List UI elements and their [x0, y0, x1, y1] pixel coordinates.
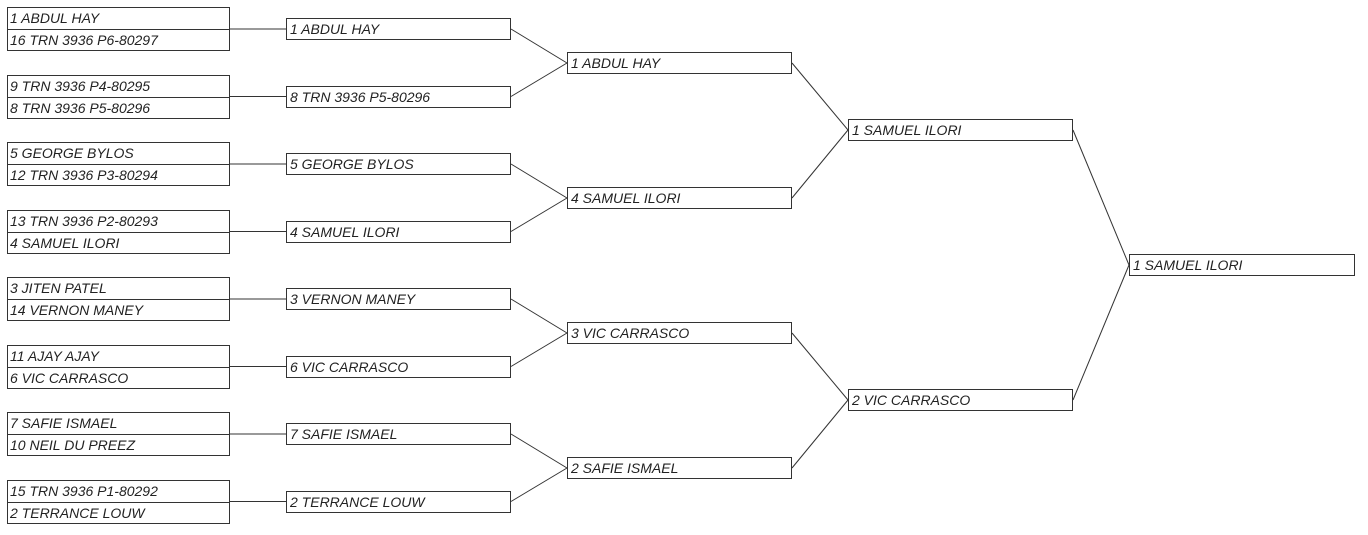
round2-entrant: 4 SAMUEL ILORI [286, 220, 511, 243]
round1-match-7: 7 SAFIE ISMAEL 10 NEIL DU PREEZ [7, 412, 230, 456]
round1-match-1: 1 ABDUL HAY 16 TRN 3936 P6-80297 [7, 7, 230, 51]
round1-entrant: 10 NEIL DU PREEZ [10, 437, 136, 453]
round2-entrant: 6 VIC CARRASCO [286, 355, 511, 378]
match-divider [8, 366, 229, 368]
match-divider [8, 96, 229, 98]
round1-entrant: 4 SAMUEL ILORI [10, 234, 120, 251]
round1-entrant: 14 VERNON MANEY [10, 302, 144, 318]
round1-entrant: 6 VIC CARRASCO [10, 369, 129, 386]
connector-r2-r3 [510, 62, 568, 97]
connector-r2-r3 [510, 163, 568, 199]
match-divider [8, 299, 229, 300]
match-divider [8, 164, 229, 165]
round3-entrant: 1 ABDUL HAY [567, 52, 792, 74]
round1-entrant: 13 TRN 3936 P2-80293 [10, 212, 158, 229]
round1-entrant: 7 SAFIE ISMAEL [10, 415, 118, 431]
connector-r4-final [1072, 129, 1130, 266]
round1-match-5: 3 JITEN PATEL 14 VERNON MANEY [7, 277, 230, 321]
round1-entrant: 5 GEORGE BYLOS [10, 145, 134, 161]
match-divider [8, 434, 229, 435]
round1-entrant: 2 TERRANCE LOUW [10, 504, 145, 521]
round2-entrant: 5 GEORGE BYLOS [286, 153, 511, 175]
round4-entrant: 1 SAMUEL ILORI [848, 119, 1073, 141]
connector-r3-r4 [791, 129, 849, 199]
connector-r2-r3 [510, 433, 568, 469]
match-divider [8, 231, 229, 233]
round1-entrant: 8 TRN 3936 P5-80296 [10, 99, 151, 116]
match-divider [8, 501, 229, 503]
connector-r2-r3 [510, 197, 568, 232]
round1-entrant: 9 TRN 3936 P4-80295 [10, 77, 151, 94]
round1-match-2: 9 TRN 3936 P4-80295 8 TRN 3936 P5-80296 [7, 74, 230, 119]
round1-entrant: 16 TRN 3936 P6-80297 [10, 32, 158, 48]
round2-entrant: 7 SAFIE ISMAEL [286, 423, 511, 445]
round1-entrant: 12 TRN 3936 P3-80294 [10, 167, 158, 183]
round1-entrant: 15 TRN 3936 P1-80292 [10, 482, 158, 499]
match-divider [8, 29, 229, 30]
round1-entrant: 1 ABDUL HAY [10, 10, 100, 26]
round3-entrant: 4 SAMUEL ILORI [567, 187, 792, 209]
connector-r2-r3 [510, 467, 568, 502]
round2-entrant: 2 TERRANCE LOUW [286, 490, 511, 513]
connector-r2-r3 [510, 298, 568, 334]
connector-r2-r3 [510, 332, 568, 367]
round2-entrant: 1 ABDUL HAY [286, 18, 511, 40]
connector-r2-r3 [510, 28, 568, 64]
connector-r4-final [1072, 264, 1130, 401]
round1-entrant: 11 AJAY AJAY [10, 347, 99, 364]
round1-match-4: 13 TRN 3936 P2-80293 4 SAMUEL ILORI [7, 209, 230, 254]
round3-entrant: 2 SAFIE ISMAEL [567, 457, 792, 479]
champion-entrant: 1 SAMUEL ILORI [1129, 254, 1355, 276]
connector-r3-r4 [791, 332, 849, 401]
round1-match-6: 11 AJAY AJAY 6 VIC CARRASCO [7, 344, 230, 389]
round1-match-8: 15 TRN 3936 P1-80292 2 TERRANCE LOUW [7, 479, 230, 524]
round4-entrant: 2 VIC CARRASCO [848, 389, 1073, 411]
round1-entrant: 3 JITEN PATEL [10, 280, 107, 296]
round2-entrant: 8 TRN 3936 P5-80296 [286, 85, 511, 108]
connector-r3-r4 [791, 62, 849, 131]
round3-entrant: 3 VIC CARRASCO [567, 322, 792, 344]
connector-r3-r4 [791, 399, 849, 469]
round1-match-3: 5 GEORGE BYLOS 12 TRN 3936 P3-80294 [7, 142, 230, 186]
round2-entrant: 3 VERNON MANEY [286, 288, 511, 310]
